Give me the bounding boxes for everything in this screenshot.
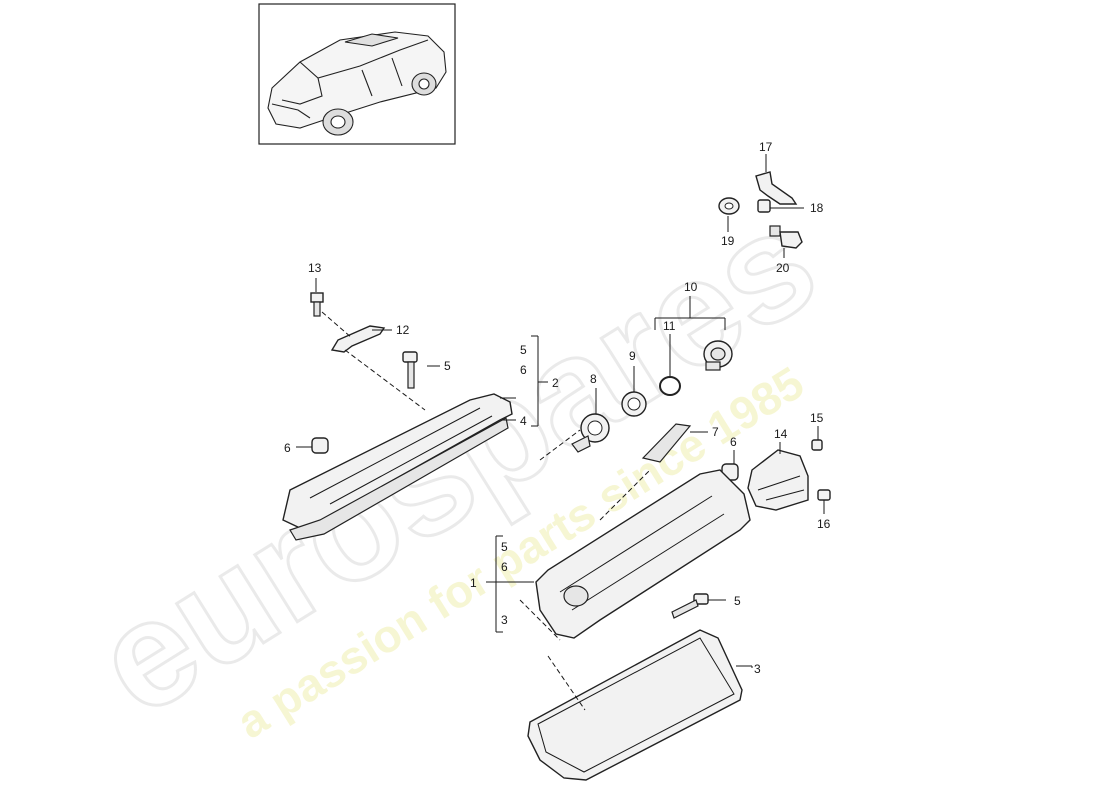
- callout-20: 20: [776, 261, 790, 275]
- callout-13: 13: [308, 261, 322, 275]
- valve-cover-right: [535, 469, 751, 639]
- callout-4: 4: [520, 414, 527, 428]
- valve-cover-left: [282, 393, 513, 541]
- oil-filler-8: [571, 413, 610, 453]
- seal-19: [718, 197, 740, 215]
- callout-6b: 6: [284, 441, 291, 455]
- o-ring-11: [659, 376, 681, 396]
- seal-9: [621, 391, 647, 417]
- callout-9: 9: [629, 349, 636, 363]
- bolt-16: [817, 489, 831, 501]
- gasket-3: [527, 629, 743, 781]
- callout-1: 1: [470, 576, 477, 590]
- callout-2: 2: [552, 376, 559, 390]
- callout-10: 10: [684, 280, 698, 294]
- callout-8: 8: [590, 372, 597, 386]
- callout-11: 11: [663, 319, 676, 333]
- bracket-12: [330, 325, 386, 353]
- callout-16: 16: [817, 517, 831, 531]
- car-suv-icon: [267, 31, 447, 136]
- bolt-13: [310, 292, 324, 317]
- cap-10: [703, 340, 733, 371]
- connector-18: [757, 199, 771, 213]
- bolt-15: [811, 439, 823, 451]
- stud-5-upper: [402, 351, 418, 389]
- callout-6c: 6: [730, 435, 737, 449]
- callout-5a: 5: [444, 359, 451, 373]
- stud-5-lower: [671, 593, 709, 619]
- callout-3a: 3: [501, 613, 508, 627]
- gasket-7: [641, 423, 692, 463]
- callout-14: 14: [774, 427, 788, 441]
- callout-19: 19: [721, 234, 735, 248]
- grommet-6-left: [311, 437, 329, 454]
- callout-5d: 5: [734, 594, 741, 608]
- callout-5c: 5: [501, 540, 508, 554]
- clip-17: [755, 171, 798, 205]
- callouts: 13 12 5 5 6 2 4 6 10 11 9 8 7 6 14 15 16…: [284, 140, 831, 676]
- sensor-20: [769, 225, 803, 249]
- callout-6a: 6: [520, 363, 527, 377]
- callout-17: 17: [759, 140, 773, 154]
- callout-5b: 5: [520, 343, 527, 357]
- vehicle-thumbnail: [258, 3, 456, 145]
- leader-lines: [296, 154, 825, 668]
- callout-12: 12: [396, 323, 410, 337]
- callout-15: 15: [810, 411, 824, 425]
- callout-6d: 6: [501, 560, 508, 574]
- callout-7: 7: [712, 425, 719, 439]
- bracket-14: [747, 449, 809, 511]
- callout-3b: 3: [754, 662, 761, 676]
- callout-18: 18: [810, 201, 824, 215]
